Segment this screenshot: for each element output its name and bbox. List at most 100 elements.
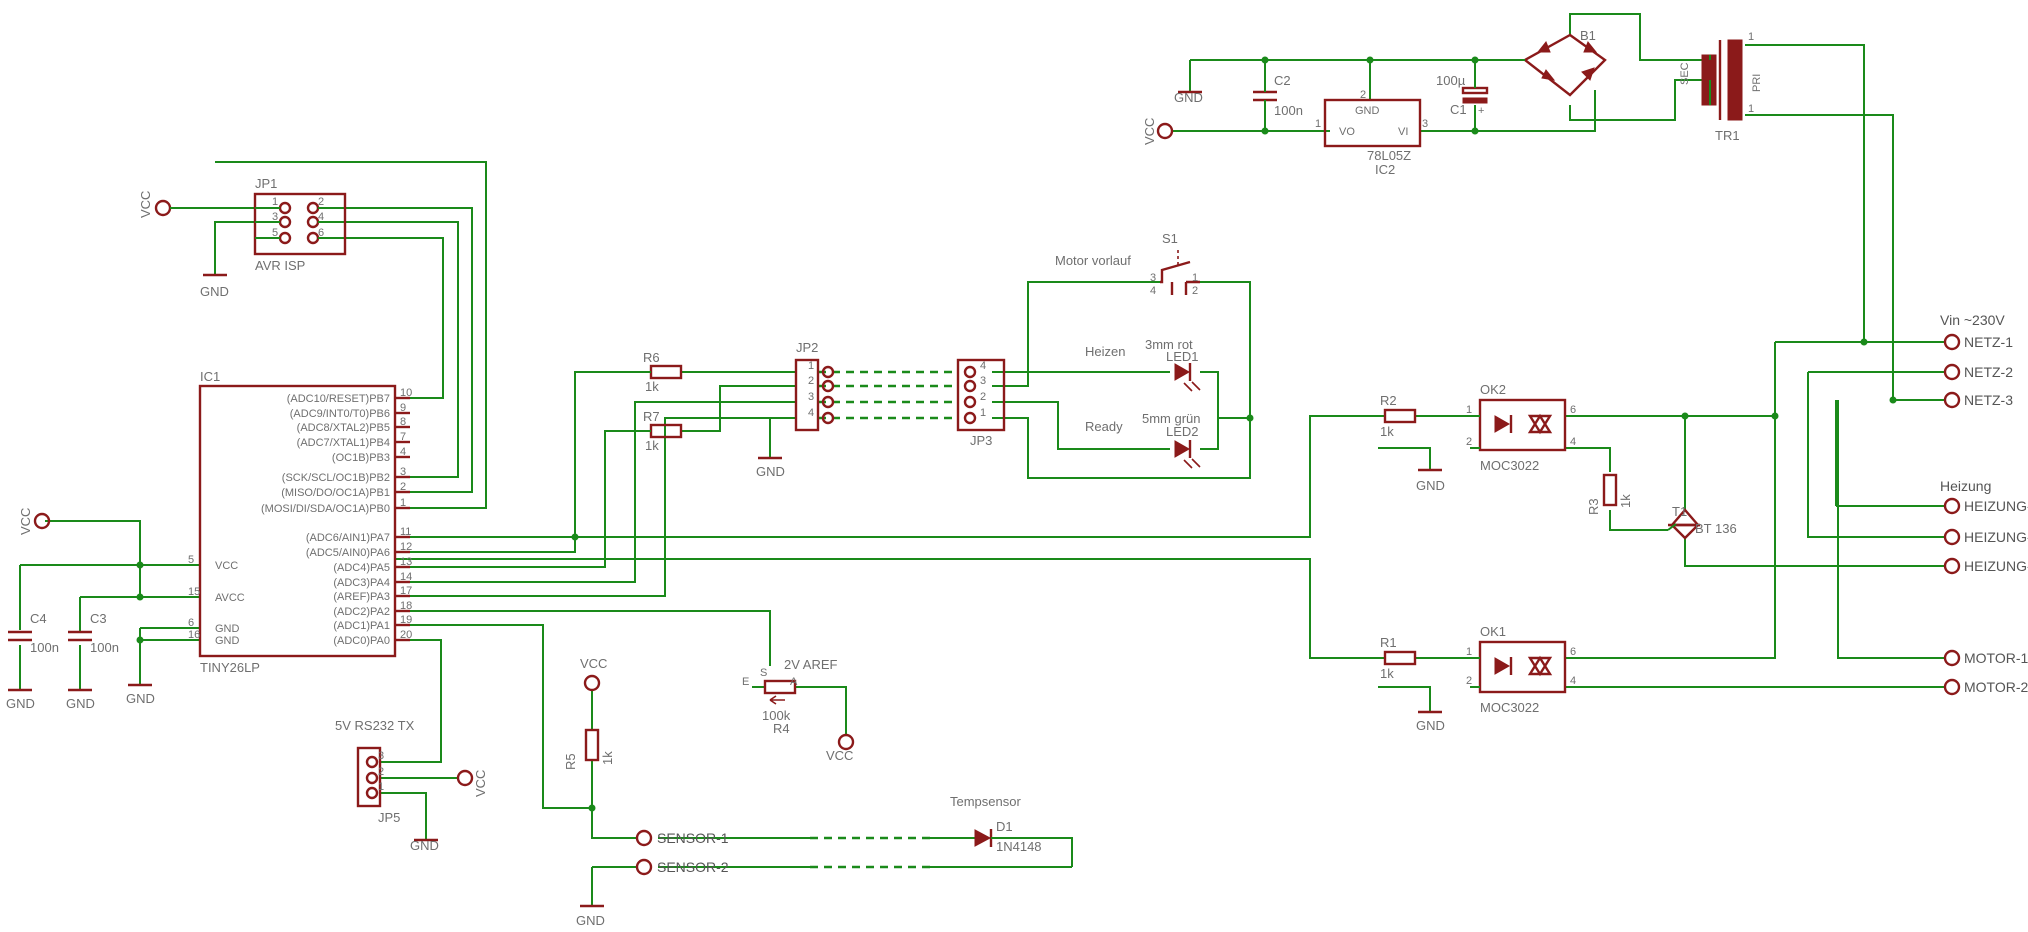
led-led2[interactable]: 5mm grün LED2 Ready — [1085, 411, 1201, 469]
optocoupler-ok2[interactable]: 1 2 6 4 OK2 MOC3022 — [1466, 382, 1576, 473]
sensor-2-label: SENSOR-2 — [657, 859, 729, 875]
ic1-pin-name: GND — [215, 635, 240, 647]
c2-ref: C2 — [1274, 73, 1291, 88]
heizung-2-label: HEIZUNG-2 — [1964, 529, 2028, 545]
jp3-header[interactable]: 4 3 2 1 JP3 — [956, 358, 1006, 448]
motor-1-terminal[interactable] — [1943, 649, 1961, 667]
heizung-1-terminal[interactable] — [1943, 497, 1961, 515]
jp5-rs232-header[interactable]: 3 2 1 5V RS232 TX JP5 — [335, 718, 415, 825]
vcc-symbol — [154, 199, 172, 217]
regulator-ic2[interactable]: GND VO VI 1 2 3 78L05Z IC2 — [1315, 89, 1428, 177]
resistor-r6[interactable]: R6 1k — [643, 350, 683, 394]
sensor-2-terminal[interactable] — [635, 858, 653, 876]
transformer-tr1[interactable]: SEC PRI 1 1 TR1 — [1679, 31, 1763, 143]
s1-pin-number: 1 — [1192, 272, 1198, 284]
r4-wiper — [769, 695, 785, 705]
capacitor-c3[interactable]: C3 100n — [68, 611, 119, 655]
netz-1-terminal[interactable] — [1943, 333, 1961, 351]
jp2-pin-number: 3 — [808, 391, 814, 403]
jp5-pin-number: 2 — [378, 766, 384, 778]
diode-d1[interactable]: Tempsensor D1 1N4148 — [950, 794, 1042, 854]
vcc-label: VCC — [18, 508, 33, 535]
jp5-pin — [365, 786, 379, 800]
ic1-pin-name: (SCK/SCL/OC1B)PB2 — [282, 472, 390, 484]
led-led1[interactable]: 3mm rot LED1 Heizen — [1085, 337, 1201, 392]
t1-ref: T1 — [1672, 504, 1687, 519]
heizung-3-terminal[interactable] — [1943, 557, 1961, 575]
resistor-r2[interactable]: R2 1k — [1378, 393, 1470, 439]
c3-value: 100n — [90, 640, 119, 655]
jp1-pin — [278, 215, 292, 229]
junction-dot — [1246, 414, 1254, 422]
ic1-pin-number: 17 — [400, 585, 412, 597]
ic2-gnd-pin: GND — [1355, 105, 1380, 117]
jp2-header[interactable]: 1 2 3 4 JP2 — [794, 340, 835, 432]
jp1-pin-number: 1 — [272, 196, 278, 208]
led2-arrows — [1183, 458, 1201, 469]
jp1-pin — [306, 231, 320, 245]
ok2-led — [1494, 415, 1511, 433]
ic1-pin-name: (ADC0)PA0 — [333, 635, 390, 647]
r4-pin-label: S — [760, 667, 767, 679]
triac-t1[interactable]: T1 BT 136 — [1667, 504, 1737, 540]
b1-diode — [1583, 41, 1598, 53]
jp3-pin-number: 1 — [980, 407, 986, 419]
ic1-ref: IC1 — [200, 369, 220, 384]
motor-2-label: MOTOR-2 — [1964, 679, 2028, 695]
ok1-triac — [1527, 655, 1553, 677]
ok2-pin-number: 6 — [1570, 404, 1576, 416]
capacitor-c4[interactable]: C4 100n — [8, 611, 59, 655]
netz-2-terminal[interactable] — [1943, 363, 1961, 381]
jp1-avr-isp[interactable]: 1 2 3 4 5 6 JP1 AVR ISP — [253, 176, 347, 273]
r4-value: 100k — [762, 708, 791, 723]
motor-2-terminal[interactable] — [1943, 678, 1961, 696]
resistor-r1[interactable]: R1 1k — [1378, 635, 1470, 681]
sensor-1-terminal[interactable] — [635, 829, 653, 847]
capacitor-c2[interactable]: C2 100n — [1253, 60, 1303, 131]
optocoupler-ok1[interactable]: 1 2 6 4 OK1 MOC3022 — [1466, 624, 1576, 715]
ok1-pin-number: 6 — [1570, 646, 1576, 658]
junction-dot — [1471, 127, 1479, 135]
c1-ref: C1 — [1450, 102, 1467, 117]
potentiometer-r4[interactable]: 2V AREF 100k R4 E S A — [742, 657, 838, 736]
motor-terminals: MOTOR-1 MOTOR-2 — [1943, 649, 2028, 696]
led2-value: 5mm grün — [1142, 411, 1201, 426]
r5-ref: R5 — [563, 753, 578, 770]
ic1-pin-number: 9 — [400, 402, 406, 414]
ic1-pin-number: 4 — [400, 446, 406, 458]
ic1-pin-name: (ADC6/AIN1)PA7 — [306, 532, 390, 544]
vcc-label: VCC — [138, 191, 153, 218]
ok1-ref: OK1 — [1480, 624, 1506, 639]
r2-body — [1383, 408, 1417, 424]
jp5-body — [356, 746, 382, 808]
heizung-2-terminal[interactable] — [1943, 528, 1961, 546]
bridge-rectifier-b1[interactable]: B1 — [1522, 28, 1607, 97]
jp1-pin-number: 5 — [272, 227, 278, 239]
netz-3-terminal[interactable] — [1943, 391, 1961, 409]
ic1-pin-name: AVCC — [215, 592, 245, 604]
r6-body — [649, 364, 683, 380]
ic1-pin-number: 20 — [400, 629, 412, 641]
resistor-r5[interactable]: R5 1k — [563, 728, 615, 770]
ok2-triac — [1527, 413, 1553, 435]
resistor-r3[interactable]: R3 1k — [1586, 473, 1633, 515]
capacitor-c1[interactable]: 100µ C1 + — [1436, 73, 1489, 117]
ic2-vi-pin: VI — [1398, 126, 1408, 138]
ic1-pin-name: (MOSI/DI/SDA/OC1A)PB0 — [261, 503, 390, 515]
r2-ref: R2 — [1380, 393, 1397, 408]
jp3-pin — [963, 365, 977, 379]
switch-s1[interactable]: S1 Motor vorlauf 3 1 4 2 — [1055, 231, 1200, 297]
junction-dot — [136, 636, 144, 644]
d1-value: 1N4148 — [996, 839, 1042, 854]
jp5-pin — [365, 755, 379, 769]
ic1-pin-number: 1 — [400, 497, 406, 509]
r4-pin-label: A — [790, 676, 798, 688]
r3-value: 1k — [1618, 494, 1633, 508]
r6-value: 1k — [645, 379, 659, 394]
led1-triangle — [1174, 363, 1191, 381]
ic1-pin-name: (ADC3)PA4 — [333, 577, 390, 589]
c3-plates — [68, 630, 92, 642]
jp1-value: AVR ISP — [255, 258, 305, 273]
